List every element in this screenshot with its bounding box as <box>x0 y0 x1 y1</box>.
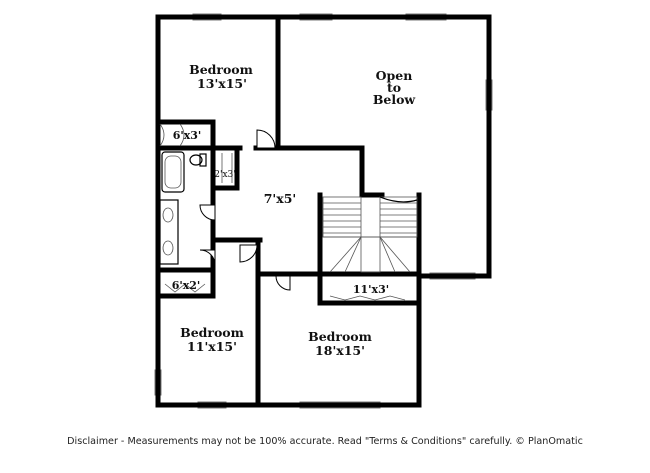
bedroom-right-name: Bedroom <box>308 329 372 344</box>
closet-bottom-left-dims: 6'x2' <box>172 279 201 292</box>
stairs-icon <box>322 196 418 273</box>
bedroom-left-name: Bedroom <box>180 325 244 340</box>
sink-icon <box>159 199 179 265</box>
bedroom-top-dims: 13'x15' <box>197 76 247 91</box>
hall-dims: 7'x5' <box>264 191 297 206</box>
open-below-line2: to <box>387 80 401 95</box>
linen-dims: 2'x3' <box>214 170 235 180</box>
bedroom-top-name: Bedroom <box>189 62 253 77</box>
toilet-icon <box>189 153 207 167</box>
closet-top-dims: 6'x3' <box>173 129 202 142</box>
bedroom-right-dims: 18'x15' <box>315 343 365 358</box>
open-below-line1: Open <box>376 68 413 83</box>
open-below-line3: Below <box>373 92 417 107</box>
walls <box>155 14 492 408</box>
bedroom-left-dims: 11'x15' <box>187 339 237 354</box>
closet-bottom-right-dims: 11'x3' <box>353 283 389 296</box>
bathtub-icon <box>161 151 185 193</box>
door-swing-icon <box>159 123 406 301</box>
disclaimer-text: Disclaimer - Measurements may not be 100… <box>67 436 583 447</box>
